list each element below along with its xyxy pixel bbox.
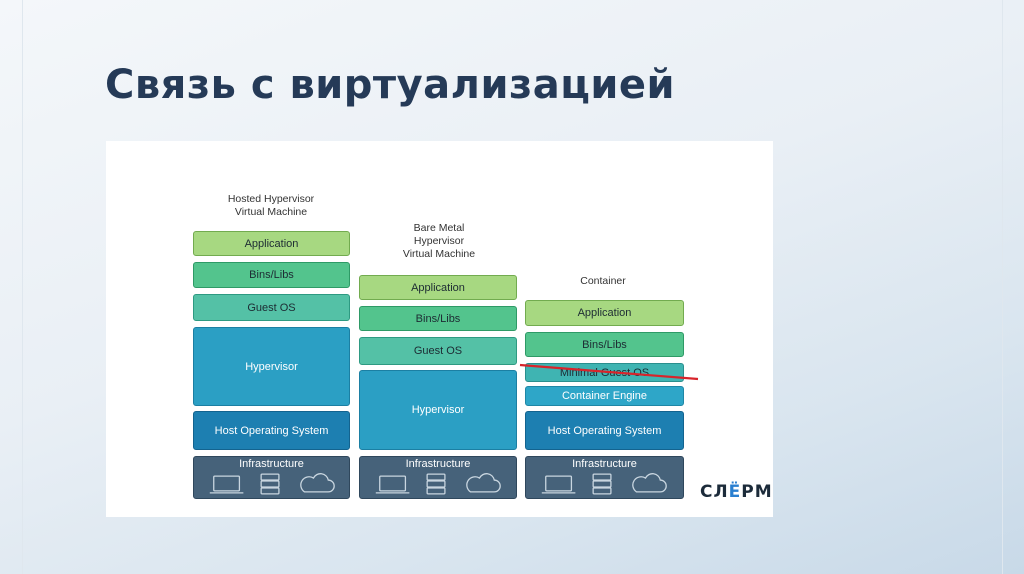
- layer-application: Application: [525, 300, 684, 326]
- layer-bins-libs: Bins/Libs: [525, 332, 684, 357]
- infrastructure-label: Infrastructure: [405, 458, 471, 470]
- layer-container-engine: Container Engine: [525, 386, 684, 406]
- infrastructure-label: Infrastructure: [572, 458, 637, 470]
- infrastructure-icons: [375, 473, 501, 495]
- server-icon: [375, 475, 410, 494]
- server-icon: [541, 475, 576, 494]
- layer-guest-os: Guest OS: [193, 294, 350, 321]
- infrastructure-icons: [209, 473, 335, 495]
- layer-infrastructure: Infrastructure: [525, 456, 684, 499]
- storage-icon: [260, 473, 280, 495]
- layer-application: Application: [359, 275, 517, 300]
- slurm-logo: СЛЁРМ: [700, 482, 773, 502]
- layer-bins-libs: Bins/Libs: [359, 306, 517, 331]
- layer-application: Application: [193, 231, 350, 256]
- layer-infrastructure: Infrastructure: [193, 456, 350, 499]
- layer-bins-libs: Bins/Libs: [193, 262, 350, 288]
- storage-icon: [592, 473, 612, 495]
- infrastructure-icons: [541, 473, 667, 495]
- layer-hypervisor: Hypervisor: [359, 370, 517, 450]
- slide-title: Связь с виртуализацией: [105, 62, 676, 108]
- cloud-icon: [300, 473, 335, 493]
- layer-guest-os: Guest OS: [359, 337, 517, 365]
- diagram-panel: Hosted Hypervisor Virtual Machine Applic…: [106, 141, 773, 517]
- storage-icon: [426, 473, 446, 495]
- column-title-container: Container: [580, 275, 626, 287]
- layer-host-os: Host Operating System: [193, 411, 350, 450]
- cloud-icon: [632, 473, 667, 493]
- server-icon: [209, 475, 244, 494]
- layer-hypervisor: Hypervisor: [193, 327, 350, 406]
- column-title-bare-metal: Bare Metal Hypervisor Virtual Machine: [402, 222, 476, 260]
- slide-frame-right-line: [1002, 0, 1003, 574]
- layer-host-os: Host Operating System: [525, 411, 684, 450]
- layer-infrastructure: Infrastructure: [359, 456, 517, 499]
- infrastructure-label: Infrastructure: [239, 458, 304, 470]
- slide-frame-left-line: [22, 0, 23, 574]
- cloud-icon: [466, 473, 501, 493]
- strike-through-line: [519, 363, 699, 381]
- column-title-hosted: Hosted Hypervisor Virtual Machine: [227, 193, 315, 218]
